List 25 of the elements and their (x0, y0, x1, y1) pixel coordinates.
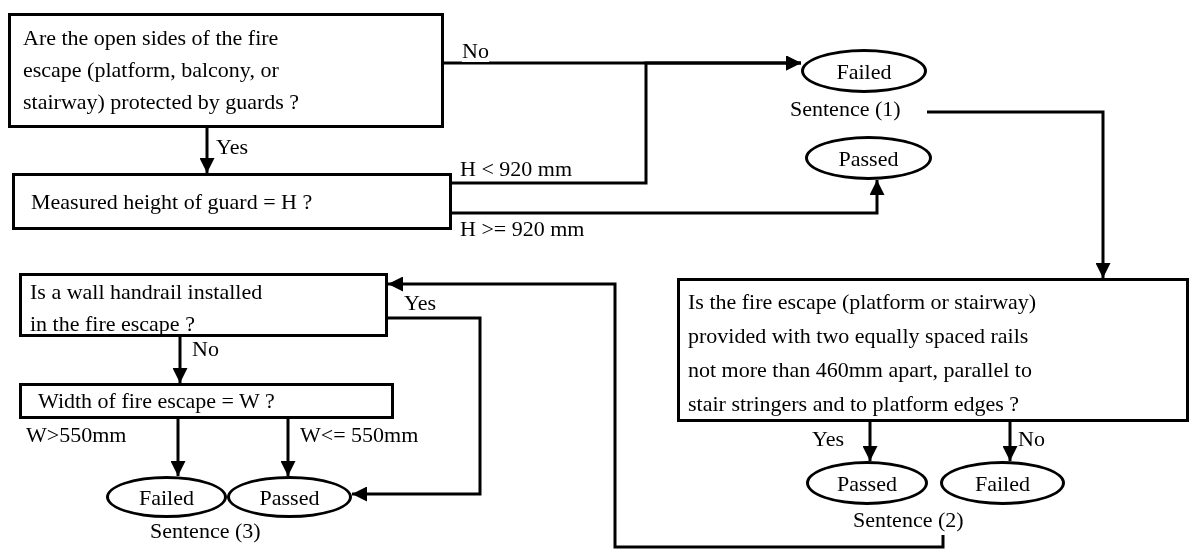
arrow (280, 419, 296, 476)
result-ellipse: Failed (106, 476, 227, 518)
result-ellipse: Passed (227, 476, 352, 518)
sentence-label: Sentence (1) (790, 98, 901, 120)
arrow (452, 180, 885, 215)
arrow (199, 128, 215, 173)
question-box: Is a wall handrail installed in the fire escape ? (19, 273, 388, 337)
result-ellipse: Failed (801, 49, 927, 93)
arrow (172, 337, 188, 383)
arrow (170, 419, 186, 476)
arrow (927, 110, 1111, 278)
sentence-label: Sentence (2) (853, 509, 964, 531)
question-box: Are the open sides of the fire escape (platform, balcony, or stairway) protected by guards ? (8, 13, 444, 128)
question-box: Measured height of guard = H ? (12, 173, 452, 230)
arrow (352, 316, 482, 502)
arrow (1002, 422, 1018, 461)
question-box: Width of fire escape = W ? (19, 383, 394, 419)
result-ellipse: Passed (805, 136, 932, 180)
arrow (388, 276, 945, 549)
result-ellipse: Failed (940, 461, 1065, 505)
arrow (862, 422, 878, 461)
sentence-label: Sentence (3) (150, 520, 261, 542)
question-box: Is the fire escape (platform or stairway) provided with two equally spaced rails not more than 460mm apart, parallel to stair stringers and to platform edges ? (677, 278, 1189, 422)
result-ellipse: Passed (806, 461, 928, 505)
arrow (452, 55, 801, 185)
